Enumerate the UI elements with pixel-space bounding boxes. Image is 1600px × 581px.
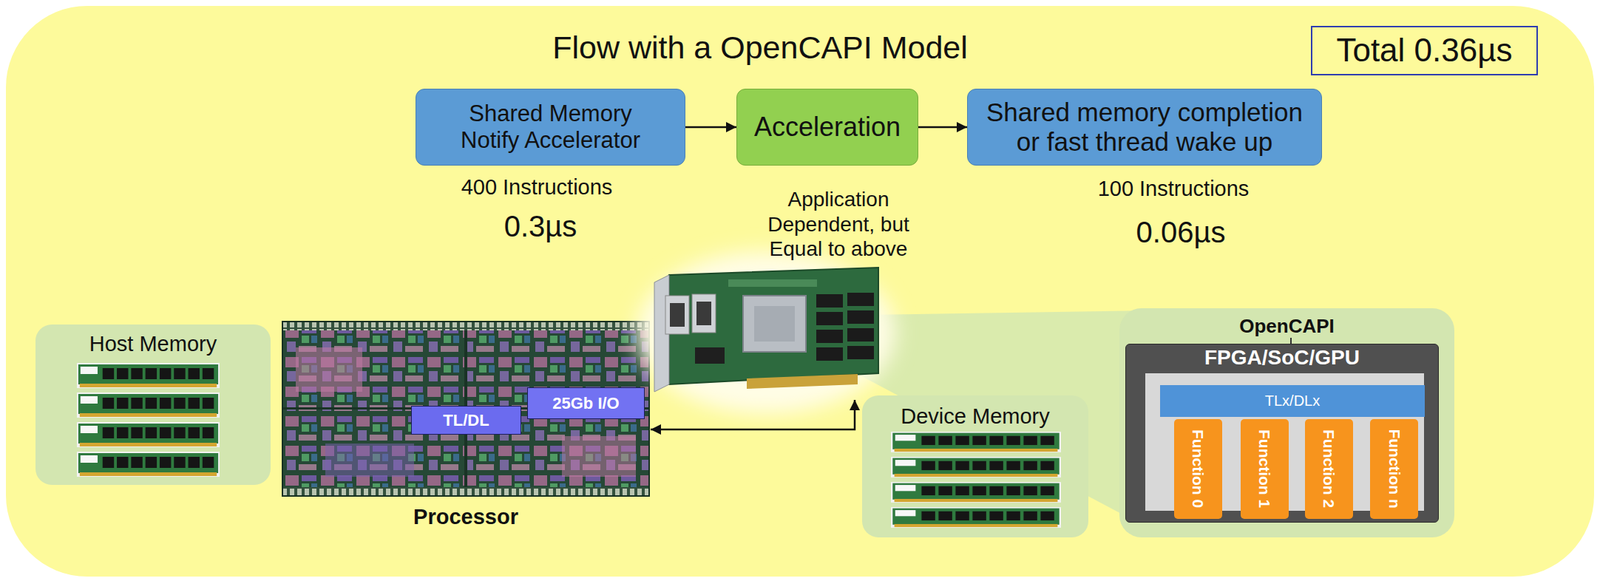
function-block: Function 1	[1240, 419, 1289, 520]
card-link-arrow	[650, 400, 855, 430]
node-text: TLx/DLx	[1265, 392, 1320, 410]
node-text: Function 2	[1319, 429, 1338, 508]
flow-arrow	[918, 126, 968, 129]
accelerator-card	[816, 294, 843, 308]
device-dimms	[890, 456, 1061, 478]
node-text: FPGA/SoC/GPU	[1126, 346, 1439, 370]
card-link-arrow	[650, 400, 855, 430]
accelerator-card	[636, 251, 896, 415]
accelerator-card	[847, 292, 874, 307]
accelerator-card	[847, 328, 874, 342]
function-block: Function 2	[1304, 419, 1354, 520]
device-dimms	[890, 507, 1061, 528]
timing-label: Application Dependent, but Equal to abov…	[760, 187, 917, 262]
accelerator-card	[816, 347, 843, 361]
opencapi-panel: OpenCAPI FPGA/SoC/GPU TLx/DLxFunction 0 Fun…	[1119, 308, 1455, 538]
accelerator-card	[746, 374, 858, 389]
processor-die	[282, 487, 650, 497]
processor-die	[295, 347, 363, 392]
interface-block: TL/DL	[411, 405, 522, 435]
processor-die	[282, 321, 650, 497]
accelerator-card	[696, 301, 712, 326]
process-box: Acceleration	[736, 88, 919, 166]
interface-bar: TLx/DLx	[1160, 385, 1425, 418]
node-text: Host Memory	[35, 331, 271, 357]
timing-label: 100 Instructions	[1040, 175, 1307, 202]
accelerator-card	[816, 329, 843, 344]
interface-block: 25Gb I/O	[527, 387, 645, 420]
timing-label: 0.3µs	[429, 208, 652, 244]
timing-label: 0.06µs	[1069, 214, 1292, 250]
accelerator-card	[669, 267, 879, 385]
accelerator-card	[636, 251, 896, 415]
node-text: Total 0.36µs	[1336, 31, 1513, 70]
diagram-title: Flow with a OpenCAPI Model	[316, 29, 1204, 66]
device-dimms	[890, 431, 1061, 453]
node-text: Acceleration	[754, 111, 901, 142]
processor-die	[282, 321, 650, 497]
node-text: Processor	[282, 504, 650, 530]
host-dimms	[76, 451, 220, 477]
flow-arrow	[685, 126, 737, 129]
processor-die	[282, 321, 650, 497]
accelerator-card	[847, 310, 874, 324]
host-dimms	[76, 363, 220, 477]
host-dimms	[76, 422, 220, 448]
process-box: Shared memory completion or fast thread …	[967, 88, 1322, 166]
yellow-panel	[5, 5, 1595, 577]
accelerator-card	[728, 279, 818, 287]
accelerator-card	[692, 294, 716, 333]
timing-label: 400 Instructions	[403, 174, 670, 201]
processor-die	[325, 443, 415, 477]
accelerator-card	[654, 275, 670, 392]
processor-die	[282, 321, 650, 331]
accelerator-card	[695, 347, 725, 364]
node-text: Shared memory completion or fast thread …	[981, 97, 1308, 158]
node-text: Function 1	[1255, 429, 1274, 508]
accelerator-card	[816, 312, 843, 326]
processor-die	[561, 436, 636, 477]
memory-panel: Host Memory	[35, 324, 271, 486]
processor-chip: ProcessorTL/DL25Gb I/O	[282, 321, 650, 497]
node-text: 25Gb I/O	[552, 394, 619, 413]
node-text: Device Memory	[862, 404, 1089, 429]
device-dimms	[890, 431, 1061, 528]
node-text: Function n	[1384, 429, 1403, 509]
device-dimms	[890, 482, 1061, 503]
host-dimms	[76, 363, 220, 389]
node-text: OpenCAPI	[1119, 315, 1455, 338]
device-box: FPGA/SoC/GPU TLx/DLxFunction 0 Function 1 F…	[1125, 343, 1439, 523]
accelerator-card	[847, 346, 874, 360]
node-text: Shared Memory Notify Accelerator	[451, 100, 651, 154]
memory-panel: Device Memory	[862, 395, 1089, 538]
accelerator-card	[665, 295, 690, 335]
total-box: Total 0.36µs	[1310, 25, 1538, 76]
accelerator-card	[669, 303, 685, 327]
host-dimms	[76, 392, 220, 418]
function-block: Function 0	[1174, 419, 1223, 520]
accelerator-card	[754, 306, 795, 342]
function-block: Function n	[1370, 419, 1419, 520]
node-text: Function 0	[1188, 429, 1207, 508]
process-box: Shared Memory Notify Accelerator	[415, 88, 686, 166]
node-text: TL/DL	[442, 411, 489, 430]
accelerator-card	[743, 295, 806, 352]
